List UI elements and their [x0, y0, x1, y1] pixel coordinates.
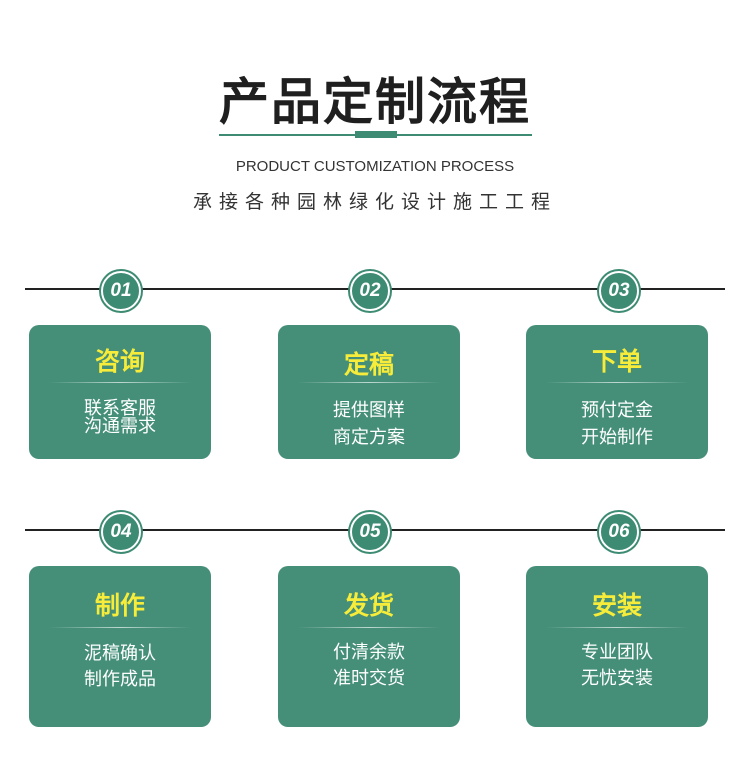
step-number-badge: 03: [599, 271, 639, 311]
step-card: 制作 泥稿确认 制作成品: [29, 566, 211, 727]
step-number-badge: 05: [350, 512, 390, 552]
step-card: 咨询 联系客服 沟通需求: [29, 325, 211, 459]
card-divider: [546, 382, 688, 383]
step-title: 安装: [591, 591, 642, 620]
step-number-badge: 04: [101, 512, 141, 552]
step-card: 下单 预付定金 开始制作: [526, 325, 708, 459]
card-divider: [298, 382, 440, 383]
step-desc-line2: 沟通需求: [84, 416, 156, 437]
step-title: 咨询: [94, 347, 145, 376]
card-divider: [49, 627, 191, 628]
step-desc-line2: 开始制作: [581, 427, 653, 448]
step-desc-line1: 专业团队: [581, 642, 653, 663]
step-number-badge: 06: [599, 512, 639, 552]
step-title: 定稿: [343, 350, 394, 379]
card-divider: [298, 627, 440, 628]
subtitle-chinese: 承接各种园林绿化设计施工工程: [192, 191, 557, 213]
step-desc-line2: 无忧安装: [581, 668, 653, 689]
step-title: 制作: [94, 591, 145, 620]
step-card: 发货 付清余款 准时交货: [278, 566, 460, 727]
title-underline-accent: [355, 131, 397, 138]
step-desc-line2: 制作成品: [84, 669, 156, 690]
step-card: 安装 专业团队 无忧安装: [526, 566, 708, 727]
step-desc-line1: 预付定金: [581, 400, 653, 421]
page-title: 产品定制流程: [219, 73, 531, 131]
step-number-badge: 01: [101, 271, 141, 311]
step-desc-line1: 联系客服: [84, 398, 156, 419]
step-card: 定稿 提供图样 商定方案: [278, 325, 460, 459]
step-desc-line1: 泥稿确认: [84, 643, 156, 664]
step-desc-line1: 提供图样: [333, 400, 405, 421]
step-desc-line2: 商定方案: [333, 427, 405, 448]
step-number-badge: 02: [350, 271, 390, 311]
card-divider: [49, 382, 191, 383]
card-divider: [546, 627, 688, 628]
step-desc-line1: 付清余款: [333, 642, 405, 663]
subtitle-english: PRODUCT CUSTOMIZATION PROCESS: [235, 158, 515, 175]
step-title: 发货: [343, 591, 394, 620]
step-title: 下单: [591, 347, 642, 376]
step-desc-line2: 准时交货: [333, 668, 405, 689]
